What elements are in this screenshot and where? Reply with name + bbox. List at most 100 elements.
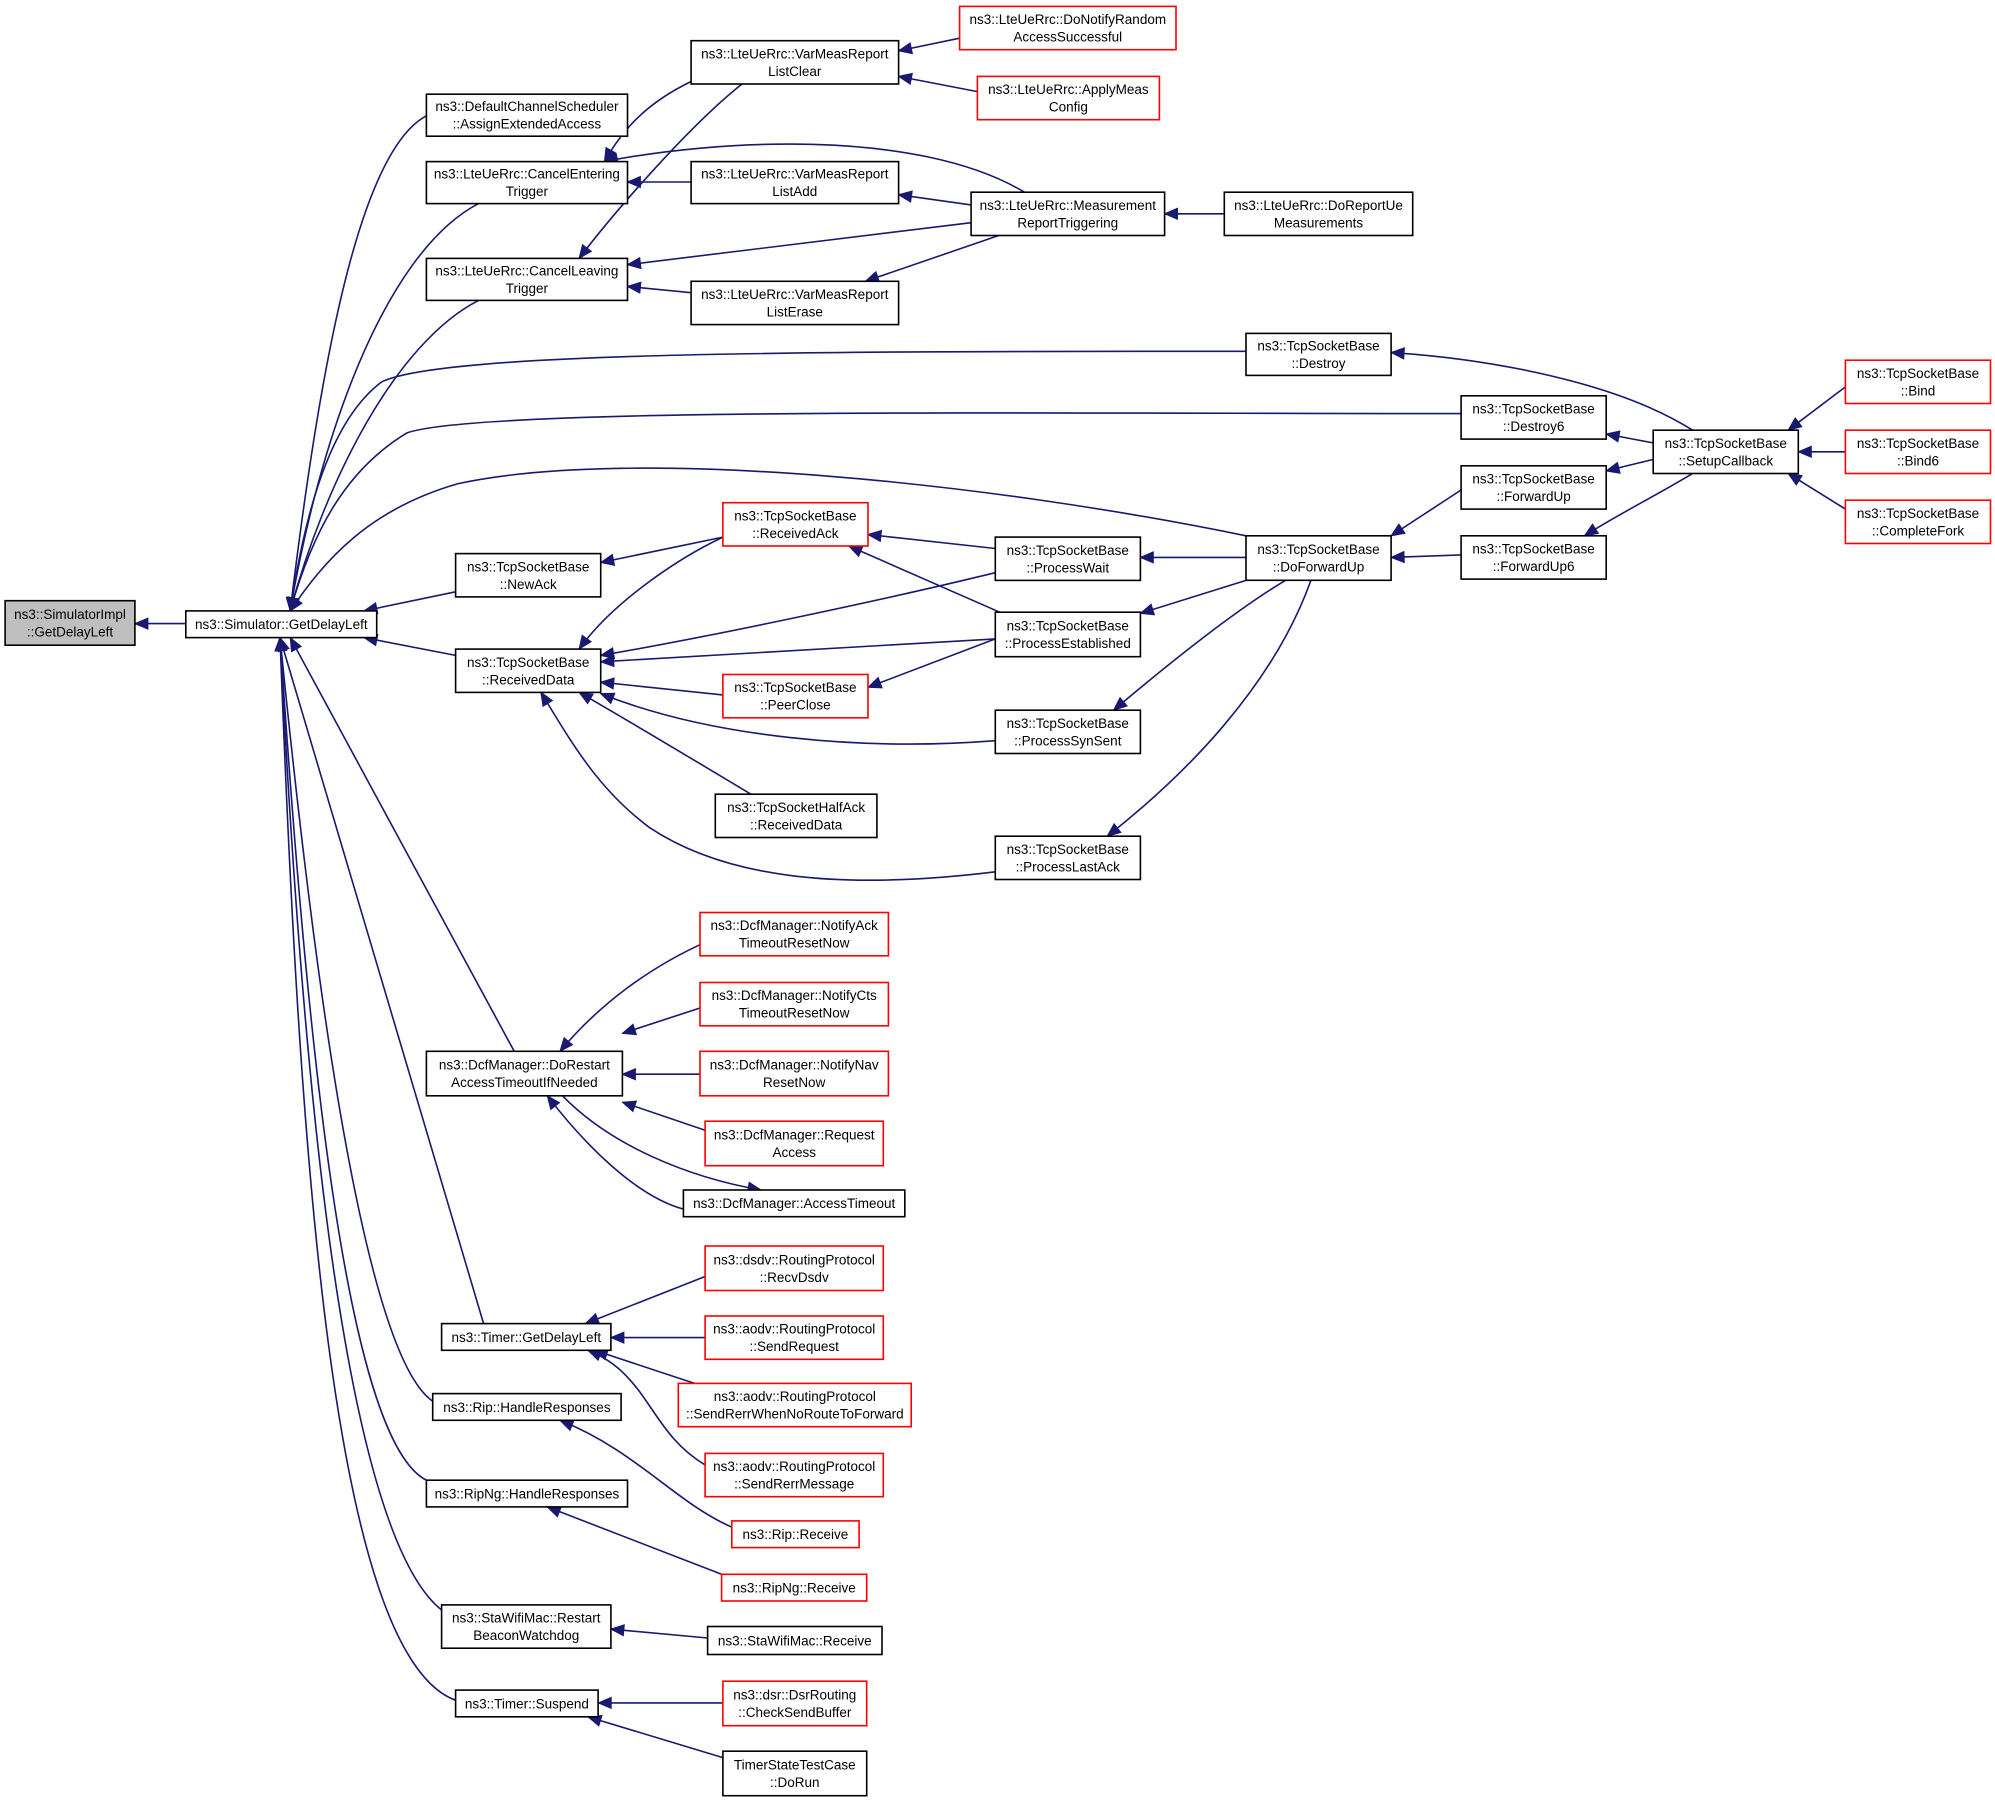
edge-dcfmanager-accesstimeout-to-dcfmanager-dorestartaccesstimeoutifneeded [546,1094,684,1210]
node-box [1844,359,1992,405]
node-rip-receive[interactable]: ns3::Rip::Receive [730,1520,860,1549]
node-dcfmanager-notifyctstimeoutresetnow[interactable]: ns3::DcfManager::NotifyCtsTimeoutResetNo… [699,981,890,1027]
node-tcpsocketbase-peerclose[interactable]: ns3::TcpSocketBase::PeerClose [722,673,869,719]
node-dsr-dsrrouting-checksendbuffer[interactable]: ns3::dsr::DsrRouting::CheckSendBuffer [722,1680,868,1727]
node-label-line: ns3::TcpSocketBase [1257,339,1379,354]
edge-line [546,1095,684,1210]
node-label-line: ns3::LteUeRrc::DoReportUe [1234,198,1403,213]
edge-tcpsocketbase-bind-to-tcpsocketbase-setupcallback [1787,386,1846,431]
node-label-line: ns3::TcpSocketBase [734,680,856,695]
node-tcpsocketbase-doforwardup[interactable]: ns3::TcpSocketBase::DoForwardUp [1245,534,1392,582]
node-tcpsocketbase-forwardup6[interactable]: ns3::TcpSocketBase::ForwardUp6 [1460,534,1607,580]
node-label-line: ::ReceivedAck [752,526,839,541]
node-lteuerrc-donotifyrandomaccesssuccessful[interactable]: ns3::LteUeRrc::DoNotifyRandomAccessSucce… [958,5,1177,51]
node-label-line: ns3::TcpSocketBase [1257,542,1379,557]
node-tcpsockethalfack-receiveddata[interactable]: ns3::TcpSocketHalfAck::ReceivedData [714,793,878,839]
node-timerstatetestcase-dorun[interactable]: TimerStateTestCase::DoRun [722,1750,868,1797]
node-timer-getdelayleft[interactable]: ns3::Timer::GetDelayLeft [440,1322,612,1352]
node-simulator-getdelayleft[interactable]: ns3::Simulator::GetDelayLeft [185,610,378,639]
arrowhead-icon [609,1331,625,1344]
edge-line [600,692,996,745]
node-tcpsocketbase-newack[interactable]: ns3::TcpSocketBase::NewAck [454,552,602,598]
node-timer-suspend[interactable]: ns3::Timer::Suspend [454,1689,599,1718]
node-label-line: ns3::TcpSocketBase [1007,716,1129,731]
node-tcpsocketbase-destroy[interactable]: ns3::TcpSocketBase::Destroy [1245,332,1392,377]
node-aodv-routingprotocol-sendrerrwhennoroutetoforward[interactable]: ns3::aodv::RoutingProtocol::SendRerrWhen… [677,1382,912,1428]
node-simulatorimpl-getdelayleft: ns3::SimulatorImpl::GetDelayLeft [4,599,136,647]
node-ripng-handleresponses[interactable]: ns3::RipNg::HandleResponses [425,1479,629,1508]
node-tcpsocketbase-setupcallback[interactable]: ns3::TcpSocketBase::SetupCallback [1652,429,1800,475]
arrowhead-icon [599,692,616,705]
node-tcpsocketbase-receivedack[interactable]: ns3::TcpSocketBase::ReceivedAck [722,501,869,547]
edge-tcpsocketbase-setupcallback-to-tcpsocketbase-forwardup [1604,458,1654,474]
node-dcfmanager-dorestartaccesstimeoutifneeded[interactable]: ns3::DcfManager::DoRestartAccessTimeoutI… [425,1050,624,1097]
node-ripng-receive[interactable]: ns3::RipNg::Receive [720,1573,868,1602]
node-tcpsocketbase-receiveddata[interactable]: ns3::TcpSocketBase::ReceivedData [454,648,602,694]
node-label-line: ns3::Simulator::GetDelayLeft [195,617,368,632]
node-box [1223,191,1414,237]
node-label-line: ns3::aodv::RoutingProtocol [713,1322,875,1337]
node-rip-handleresponses[interactable]: ns3::Rip::HandleResponses [431,1392,622,1422]
node-label-line: ns3::TcpSocketHalfAck [727,800,865,815]
arrowhead-icon [596,1696,612,1710]
arrowhead-icon [559,1036,574,1053]
node-aodv-routingprotocol-sendrerrmessage[interactable]: ns3::aodv::RoutingProtocol::SendRerrMess… [704,1452,885,1498]
edge-line [604,143,1025,193]
node-label-line: ::ForwardUp6 [1493,559,1575,574]
edge-timer-suspend-to-simulator-getdelayleft [274,636,456,1702]
node-box [425,160,629,205]
arrowhead-icon [133,617,149,630]
node-label-line: ns3::SimulatorImpl [14,607,126,622]
edge-line [600,536,724,564]
arrowhead-icon [1139,551,1154,564]
node-aodv-routingprotocol-sendrequest[interactable]: ns3::aodv::RoutingProtocol::SendRequest [704,1315,885,1361]
node-lteuerrc-measurementreporttriggering[interactable]: ns3::LteUeRrc::MeasurementReportTriggeri… [970,191,1166,237]
arrowhead-icon [289,596,303,612]
node-tcpsocketbase-completefork[interactable]: ns3::TcpSocketBase::CompleteFork [1844,499,1992,545]
node-label-line: ns3::LteUeRrc::VarMeasReport [701,287,889,302]
node-tcpsocketbase-processsynsent[interactable]: ns3::TcpSocketBase::ProcessSynSent [994,709,1142,755]
node-tcpsocketbase-destroy6[interactable]: ns3::TcpSocketBase::Destroy6 [1460,394,1607,440]
node-tcpsocketbase-bind6[interactable]: ns3::TcpSocketBase::Bind6 [1844,429,1992,475]
edge-lteuerrc-varmeasreportlisterase-to-lteuerrc-cancelleavingtrigger [626,281,692,294]
node-tcpsocketbase-processwait[interactable]: ns3::TcpSocketBase::ProcessWait [994,536,1142,582]
node-label-line: ReportTriggering [1017,215,1118,230]
node-label-line: ns3::DcfManager::AccessTimeout [693,1196,895,1211]
node-box [704,1245,885,1292]
node-dcfmanager-accesstimeout[interactable]: ns3::DcfManager::AccessTimeout [682,1189,906,1218]
edge-dcfmanager-dorestartaccesstimeoutifneeded-to-simulator-getdelayleft [289,636,515,1052]
node-tcpsocketbase-processestablished[interactable]: ns3::TcpSocketBase::ProcessEstablished [994,611,1142,658]
edge-line [600,681,723,696]
arrowhead-icon [546,1094,561,1111]
node-stawifimac-receive[interactable]: ns3::StaWifiMac::Receive [706,1625,883,1656]
arrowhead-icon [626,175,641,189]
node-tcpsocketbase-bind[interactable]: ns3::TcpSocketBase::Bind [1844,359,1992,405]
node-dcfmanager-notifyacktimeoutresetnow[interactable]: ns3::DcfManager::NotifyAckTimeoutResetNo… [699,911,890,957]
node-box [4,599,136,647]
node-label-line: ::CompleteFork [1872,523,1965,538]
edge-lteuerrc-varmeasreportlistclear-to-lteuerrc-cancelleavingtrigger [578,83,743,260]
node-box [706,1625,883,1656]
node-box [730,1520,860,1549]
node-defaultchannelscheduler-assignextendedaccess[interactable]: ns3::DefaultChannelScheduler::AssignExte… [425,93,629,137]
edge-tcpsocketbase-processestablished-to-tcpsocketbase-receiveddata [599,638,996,668]
edge-line [587,1349,706,1466]
node-box [682,1189,906,1218]
node-label-line: TimeoutResetNow [739,936,850,951]
edge-tcpsocketbase-processwait-to-tcpsocketbase-receiveddata [599,571,996,660]
node-tcpsocketbase-processlastack[interactable]: ns3::TcpSocketBase::ProcessLastAck [994,835,1142,881]
node-tcpsocketbase-forwardup[interactable]: ns3::TcpSocketBase::ForwardUp [1460,464,1607,510]
node-box [970,191,1166,237]
node-dsdv-routingprotocol-recvdsdv[interactable]: ns3::dsdv::RoutingProtocol::RecvDsdv [704,1245,885,1292]
